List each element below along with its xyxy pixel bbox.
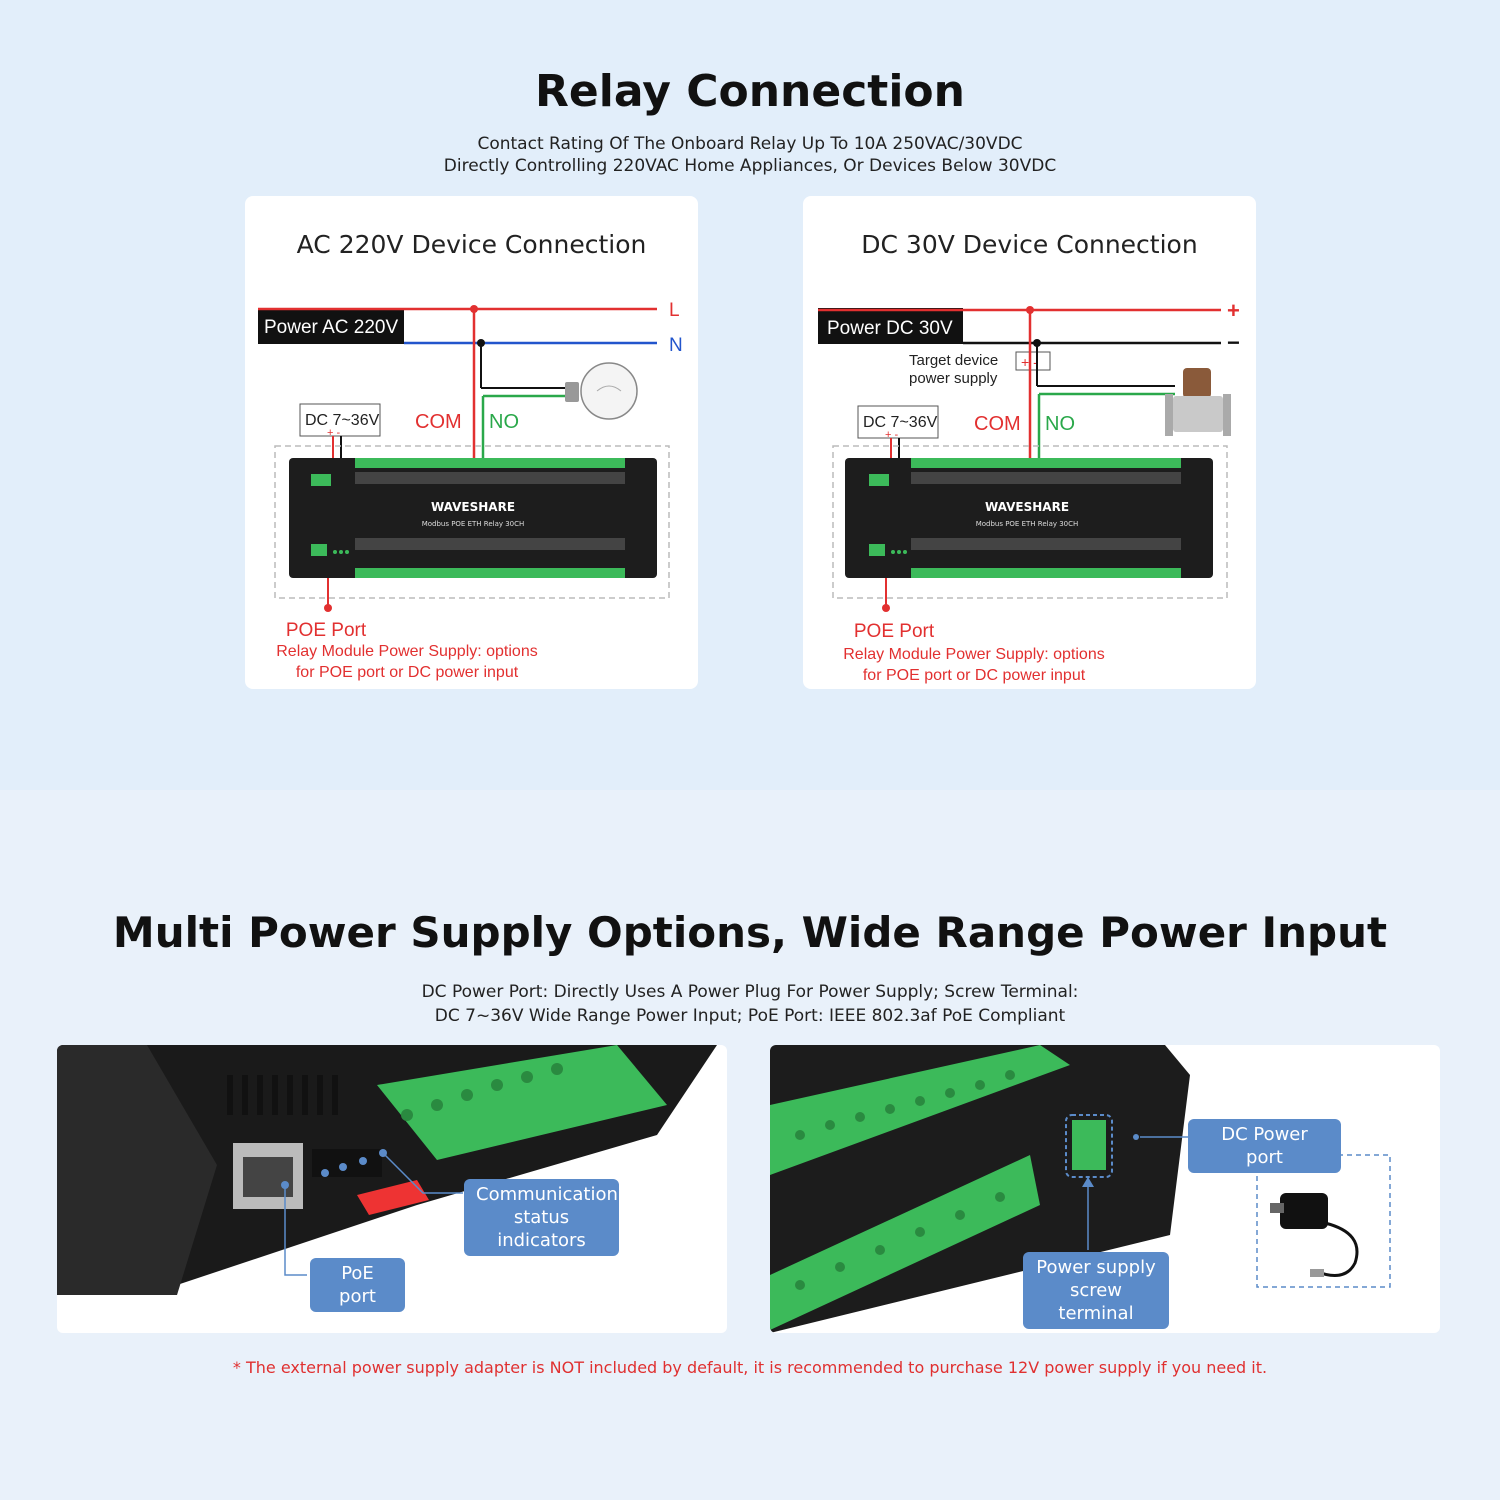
ac-note-2: for POE port or DC power input bbox=[296, 664, 519, 681]
relay-title: Relay Connection bbox=[535, 66, 965, 117]
dc-board-outline bbox=[832, 445, 1228, 599]
ac-wiring-diagram: Power AC 220V L N DC 7~36V + - COM NO bbox=[258, 300, 683, 681]
relay-section bbox=[0, 0, 1500, 790]
ac-board-outline bbox=[274, 445, 670, 599]
dc-power-photo: DC Power port Power supply screw termina… bbox=[770, 1045, 1440, 1333]
ac-line-l-label: L bbox=[669, 300, 680, 321]
ac-l-junction bbox=[470, 305, 478, 313]
ac-poe-dot bbox=[324, 604, 332, 612]
power-subtitle-1: DC Power Port: Directly Uses A Power Plu… bbox=[421, 982, 1079, 1002]
dc-relay-board: WAVESHARE Modbus POE ETH Relay 30CH bbox=[845, 458, 1213, 578]
dc-com-label: COM bbox=[974, 413, 1021, 435]
dc-target-line-1: Target device bbox=[909, 352, 998, 369]
dc-connection-card: DC 30V Device Connection Power DC 30V + … bbox=[803, 196, 1256, 689]
screw-terminal bbox=[1072, 1120, 1106, 1170]
solenoid-valve-icon bbox=[1165, 368, 1231, 436]
ac-dc-input-label: DC 7~36V bbox=[305, 412, 380, 429]
dc-line-minus-label: − bbox=[1227, 330, 1240, 355]
comm-status-line-1: Communication bbox=[476, 1184, 618, 1205]
dc-board-brand: WAVESHARE bbox=[985, 500, 1069, 514]
dc-no-label: NO bbox=[1045, 413, 1075, 435]
ac-com-label: COM bbox=[415, 411, 462, 433]
ac-connection-card: AC 220V Device Connection Power AC 220V … bbox=[245, 196, 698, 689]
ac-board-brand: WAVESHARE bbox=[431, 500, 515, 514]
screw-terminal-line-1: Power supply bbox=[1036, 1257, 1156, 1278]
comm-status-label: Communication status indicators bbox=[464, 1179, 619, 1256]
ac-power-label: Power AC 220V bbox=[264, 317, 398, 338]
ac-line-n-label: N bbox=[669, 335, 683, 356]
dc-power-label: Power DC 30V bbox=[827, 318, 953, 339]
relay-subtitle-1: Contact Rating Of The Onboard Relay Up T… bbox=[477, 134, 1023, 154]
dc-note-2: for POE port or DC power input bbox=[863, 667, 1086, 684]
poe-port-text: PoE port bbox=[339, 1263, 376, 1307]
ac-poe-port-label: POE Port bbox=[286, 620, 367, 641]
screw-terminal-line-2: screw terminal bbox=[1058, 1280, 1134, 1324]
dc-power-port-text: DC Power port bbox=[1221, 1124, 1308, 1168]
dc-power-label-bg bbox=[818, 308, 963, 344]
dc-poe-dot bbox=[882, 604, 890, 612]
adapter-footnote: * The external power supply adapter is N… bbox=[232, 1358, 1268, 1377]
poe-port-photo: Communication status indicators PoE port bbox=[57, 1045, 727, 1333]
power-subtitle-2: DC 7~36V Wide Range Power Input; PoE Por… bbox=[434, 1006, 1066, 1026]
ac-board-model: Modbus POE ETH Relay 30CH bbox=[422, 520, 525, 528]
dc-card-title: DC 30V Device Connection bbox=[861, 230, 1198, 259]
dc-board-model: Modbus POE ETH Relay 30CH bbox=[976, 520, 1079, 528]
dc-target-box bbox=[1015, 351, 1051, 371]
lightbulb-icon bbox=[565, 362, 638, 420]
dc-note-1: Relay Module Power Supply: options bbox=[843, 646, 1104, 663]
ac-no-label: NO bbox=[489, 411, 519, 433]
comm-status-line-2: status indicators bbox=[497, 1207, 586, 1251]
screw-arrow bbox=[1082, 1177, 1094, 1187]
dc-line-plus-label: + bbox=[1227, 298, 1240, 323]
led-marker-1 bbox=[321, 1169, 329, 1177]
dc-dc-pm: + - bbox=[885, 429, 898, 441]
comm-leader bbox=[382, 1152, 463, 1194]
ac-n-junction bbox=[477, 339, 485, 347]
dc-target-line-2: power supply bbox=[909, 370, 998, 387]
ac-card-title: AC 220V Device Connection bbox=[296, 230, 647, 259]
ac-note-1: Relay Module Power Supply: options bbox=[276, 643, 537, 660]
led-marker-3 bbox=[359, 1157, 367, 1165]
power-adapter-icon bbox=[1270, 1193, 1359, 1277]
ac-relay-board: WAVESHARE Modbus POE ETH Relay 30CH bbox=[289, 458, 657, 578]
dc-dc-input-label: DC 7~36V bbox=[863, 414, 938, 431]
dc-plus-junction bbox=[1026, 306, 1034, 314]
led-marker-2 bbox=[339, 1163, 347, 1171]
power-title: Multi Power Supply Options, Wide Range P… bbox=[112, 908, 1388, 957]
screw-terminal-label: Power supply screw terminal bbox=[1023, 1252, 1169, 1329]
relay-subtitle-2: Directly Controlling 220VAC Home Applian… bbox=[443, 156, 1057, 176]
ac-dc-pm: + - bbox=[327, 427, 340, 439]
dc-minus-junction bbox=[1033, 339, 1041, 347]
dc-wiring-diagram: Power DC 30V + − Target device power sup… bbox=[818, 298, 1240, 684]
dc-port-dot bbox=[1133, 1134, 1139, 1140]
poe-leader bbox=[284, 1185, 307, 1276]
ac-power-label-bg bbox=[258, 308, 404, 344]
dc-power-port-label: DC Power port bbox=[1188, 1119, 1341, 1173]
dc-poe-port-label: POE Port bbox=[854, 621, 935, 642]
dc-power-illustration bbox=[770, 1045, 1391, 1333]
dc-dc-input-box bbox=[857, 405, 939, 439]
poe-port-illustration bbox=[57, 1045, 717, 1295]
poe-port-label: PoE port bbox=[310, 1258, 405, 1312]
